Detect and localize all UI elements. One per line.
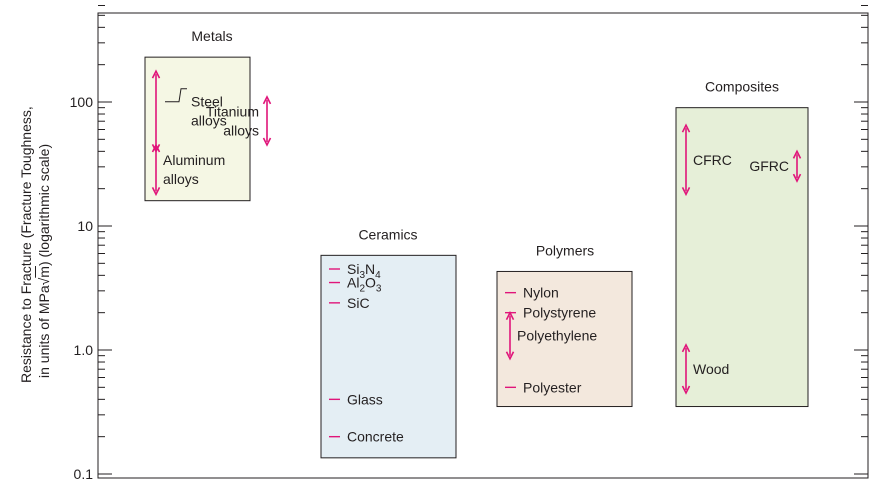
range-arrow bbox=[505, 310, 515, 361]
group-box bbox=[675, 107, 809, 408]
group-box bbox=[320, 254, 457, 459]
material-label: Polystyrene bbox=[523, 305, 596, 321]
y-axis-label-units: in units of MPa bbox=[36, 285, 52, 378]
group-title: Composites bbox=[705, 79, 779, 95]
material-label: alloys bbox=[223, 122, 259, 138]
material-label: Concrete bbox=[347, 429, 404, 445]
range-arrow bbox=[151, 143, 161, 197]
material-label: CFRC bbox=[693, 152, 732, 168]
y-axis-label-sqrt-unit: m bbox=[36, 266, 52, 278]
y-axis-label: Resistance to Fracture (Fracture Toughne… bbox=[10, 60, 65, 390]
material-label: alloys bbox=[191, 113, 227, 129]
material-label: Nylon bbox=[523, 285, 559, 301]
material-label: Al2O3 bbox=[347, 275, 382, 295]
material-label: Polyethylene bbox=[517, 328, 597, 344]
range-arrow bbox=[262, 95, 272, 147]
range-arrow bbox=[681, 343, 691, 395]
material-label: Si3N4 bbox=[347, 261, 381, 281]
leader-line bbox=[165, 88, 187, 103]
material-label: Steel bbox=[191, 94, 223, 110]
range-arrow bbox=[681, 123, 691, 197]
group-title: Metals bbox=[191, 28, 232, 44]
material-marks: SteelalloysTitaniumalloysAluminumalloysS… bbox=[151, 69, 802, 445]
sqrt-symbol: √ bbox=[36, 277, 52, 286]
y-axis-ticks: 0.1 1.0 10 100 bbox=[70, 5, 868, 482]
range-arrow bbox=[792, 149, 802, 183]
material-label: Glass bbox=[347, 391, 383, 407]
y-axis-label-line-2: in units of MPa√m) (logarithmic scale) bbox=[36, 144, 52, 378]
material-label: Polyester bbox=[523, 379, 582, 395]
group-box bbox=[144, 56, 251, 202]
material-label: SiC bbox=[347, 295, 370, 311]
y-tick-label: 1.0 bbox=[74, 342, 94, 358]
y-axis-label-line-1: Resistance to Fracture (Fracture Toughne… bbox=[18, 106, 34, 383]
y-tick-label: 0.1 bbox=[74, 466, 94, 482]
material-label: GFRC bbox=[749, 158, 789, 174]
y-tick-label: 100 bbox=[70, 94, 94, 110]
material-label: Wood bbox=[693, 361, 729, 377]
material-label: alloys bbox=[163, 171, 199, 187]
y-axis-label-scale-note: ) (logarithmic scale) bbox=[36, 143, 52, 267]
group-box bbox=[496, 270, 633, 408]
y-tick-label: 10 bbox=[77, 218, 93, 234]
group-title: Polymers bbox=[536, 242, 594, 258]
material-label: Titanium bbox=[206, 103, 259, 119]
material-label: Aluminum bbox=[163, 152, 225, 168]
group-title: Ceramics bbox=[358, 226, 417, 242]
